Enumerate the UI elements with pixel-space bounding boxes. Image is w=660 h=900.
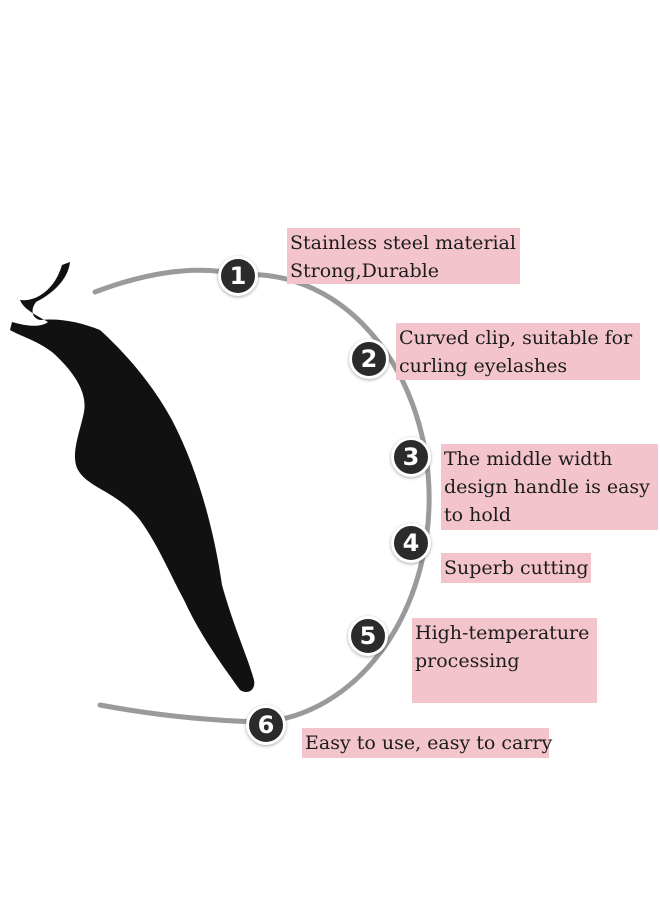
badge-1: 1 [218,256,258,296]
feature-text: curling eyelashes [399,355,568,377]
feature-label-6: Easy to use, easy to carry [302,728,553,758]
badge-6: 6 [246,705,286,745]
badge-4: 4 [391,523,431,563]
feature-text: Strong,Durable [290,260,439,282]
feature-text: to hold [444,504,512,526]
feature-text: High-temperature [415,622,590,644]
feature-text: design handle is easy [444,476,650,498]
feature-text: Stainless steel material [290,232,516,254]
feature-label-4: Superb cutting [441,553,591,583]
feature-text: Easy to use, easy to carry [305,732,553,754]
feature-label-5: High-temperature processing [412,618,597,703]
feature-text: processing [415,650,520,672]
feature-label-2: Curved clip, suitable for curling eyelas… [396,323,640,380]
badge-2: 2 [349,339,389,379]
feature-label-1: Stainless steel material Strong,Durable [287,228,520,284]
feature-label-3: The middle width design handle is easy t… [441,444,658,530]
feature-text: Curved clip, suitable for [399,327,633,349]
feature-text: The middle width [444,448,613,470]
badge-5: 5 [348,616,388,656]
feature-text: Superb cutting [444,557,589,579]
badge-3: 3 [391,437,431,477]
